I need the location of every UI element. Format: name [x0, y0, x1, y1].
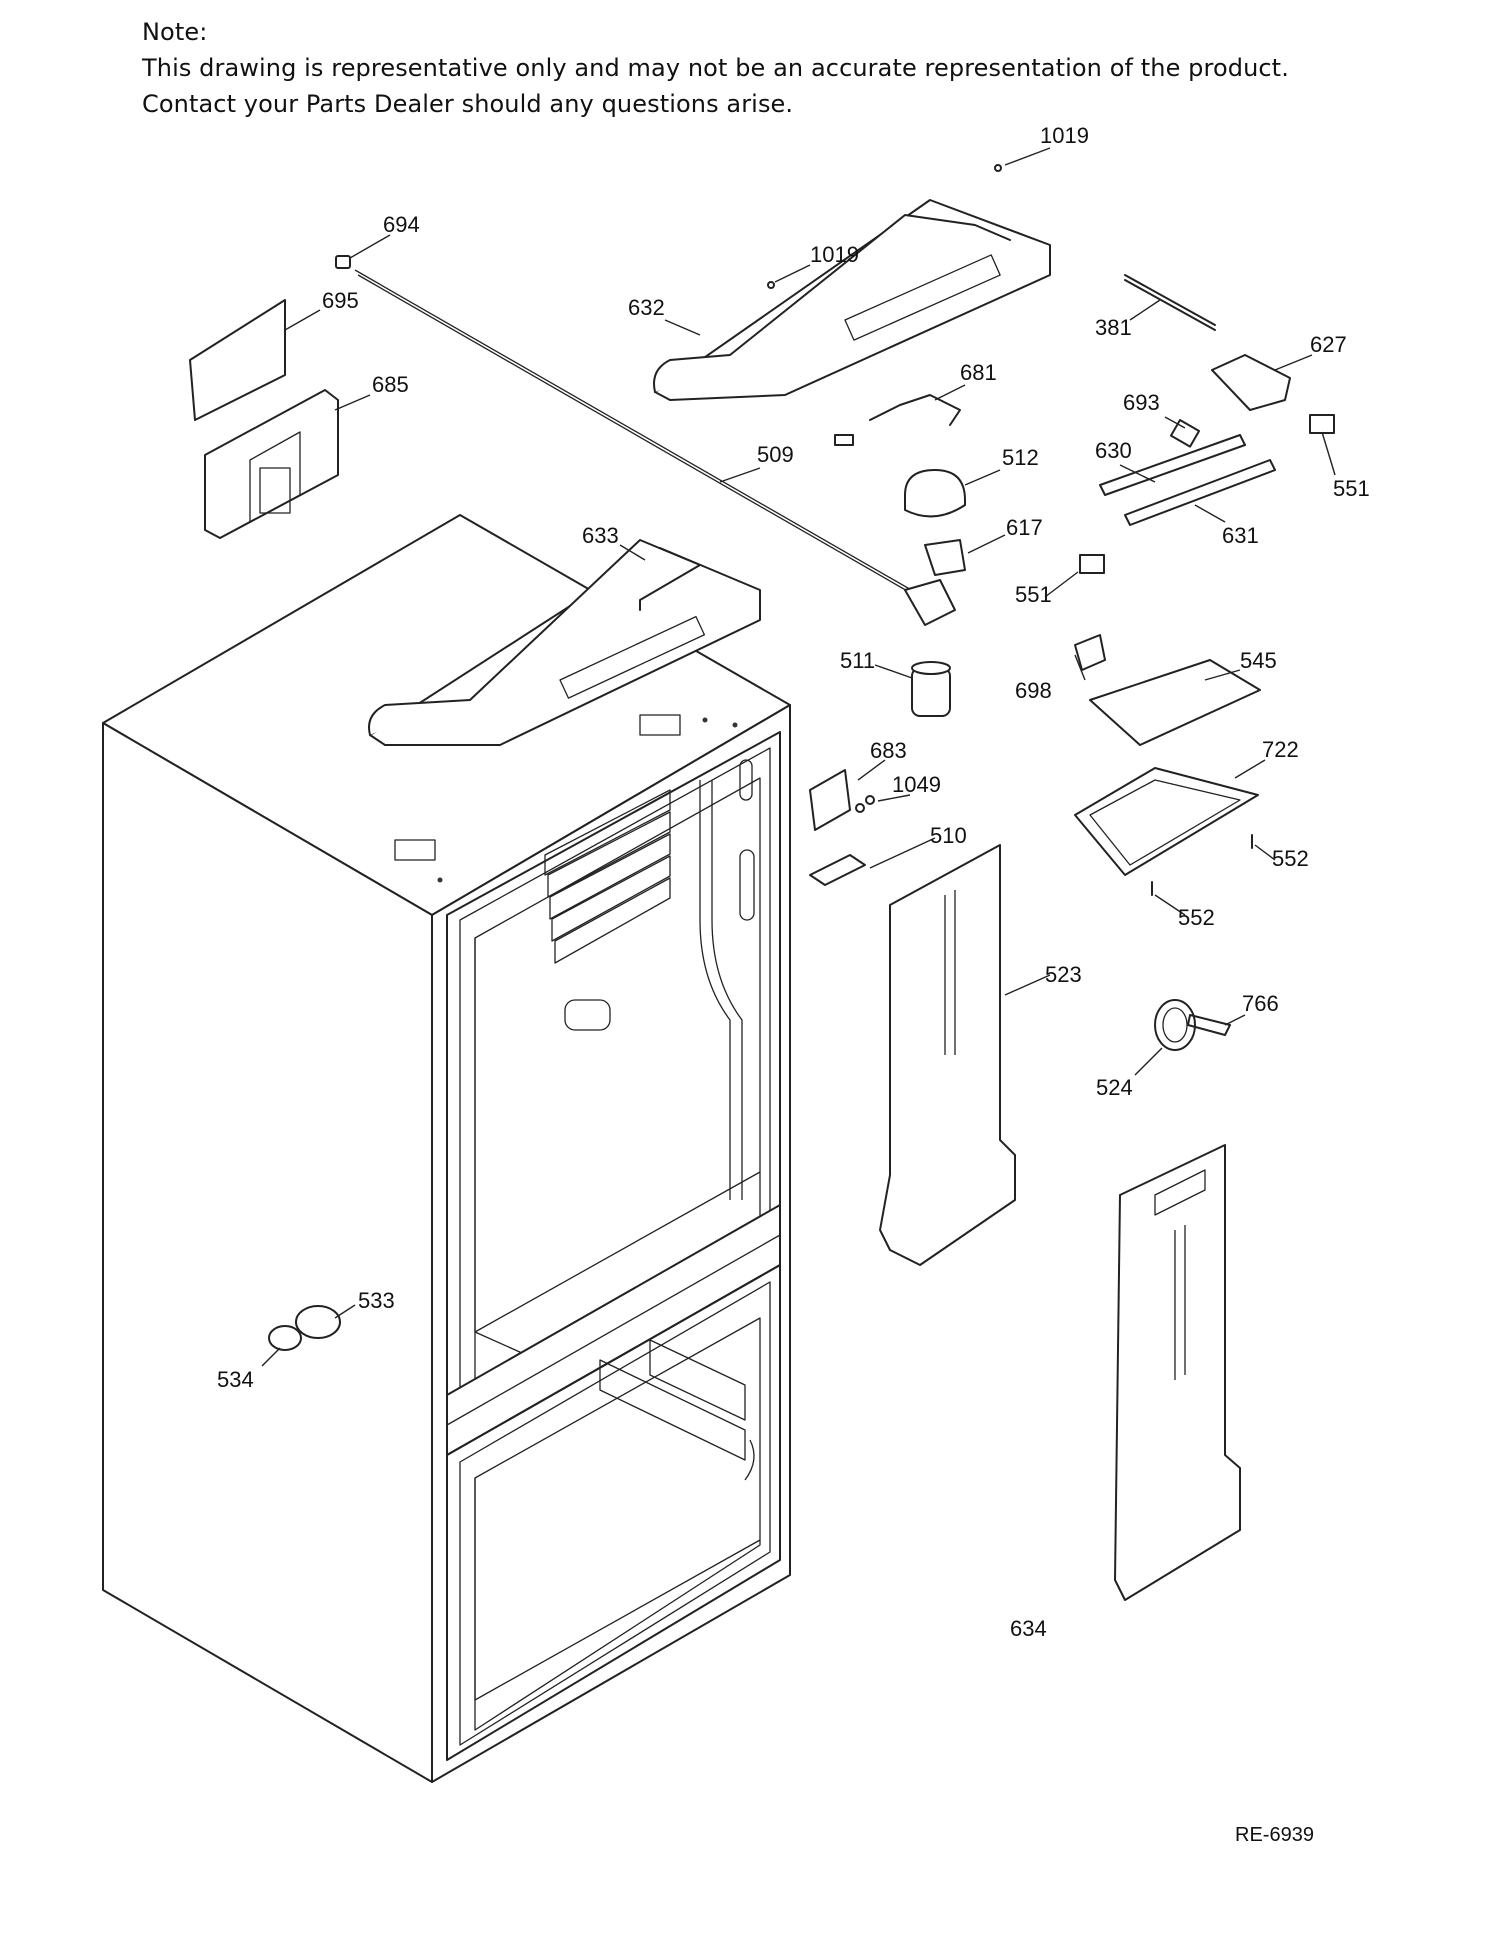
part-label: 533 [358, 1288, 395, 1313]
part-label: 512 [1002, 445, 1039, 470]
part-label: 617 [1006, 515, 1043, 540]
part-label: 1019 [1040, 123, 1089, 148]
part-632-housing [653, 199, 1051, 401]
part-label: 545 [1240, 648, 1277, 673]
part-695-bracket [189, 299, 286, 421]
part-label: 681 [960, 360, 997, 385]
part-523-channel [879, 844, 1016, 1266]
note-line-2: Contact your Parts Dealer should any que… [142, 90, 794, 118]
part-label: 722 [1262, 737, 1299, 762]
part-label: 694 [383, 212, 420, 237]
part-label: 551 [1333, 476, 1370, 501]
part-509-rod [354, 269, 924, 601]
part-label: 381 [1095, 315, 1132, 340]
part-label: 524 [1096, 1075, 1133, 1100]
refrigerator-case [102, 514, 791, 1783]
part-634-liner [1114, 1144, 1241, 1601]
part-label: 630 [1095, 438, 1132, 463]
part-685-housing [204, 389, 339, 539]
note-line-1: This drawing is representative only and … [142, 54, 1289, 82]
small-parts [268, 164, 1335, 1351]
leader-lines [261, 147, 1336, 1367]
reference-code: RE-6939 [1235, 1824, 1314, 1846]
part-label: 693 [1123, 390, 1160, 415]
note-heading: Note: [142, 18, 208, 46]
part-label: 632 [628, 295, 665, 320]
part-label: 698 [1015, 678, 1052, 703]
part-label: 634 [1010, 1616, 1047, 1641]
part-label: 552 [1178, 905, 1215, 930]
part-label: 551 [1015, 582, 1052, 607]
part-label: 683 [870, 738, 907, 763]
part-label: 509 [757, 442, 794, 467]
part-labels: 1019 694 1019 695 632 381 627 685 681 69… [217, 123, 1370, 1641]
part-label: 1019 [810, 242, 859, 267]
part-label: 1049 [892, 772, 941, 797]
part-label: 633 [582, 523, 619, 548]
part-label: 685 [372, 372, 409, 397]
part-label: 511 [840, 648, 875, 673]
part-label: 627 [1310, 332, 1347, 357]
part-label: 766 [1242, 991, 1279, 1016]
part-label: 510 [930, 823, 967, 848]
part-633-cover [368, 539, 761, 746]
part-label: 534 [217, 1367, 254, 1392]
disclaimer-note: Note: This drawing is representative onl… [142, 14, 1289, 122]
part-label: 523 [1045, 962, 1082, 987]
part-label: 552 [1272, 846, 1309, 871]
part-label: 695 [322, 288, 359, 313]
part-label: 631 [1222, 523, 1259, 548]
